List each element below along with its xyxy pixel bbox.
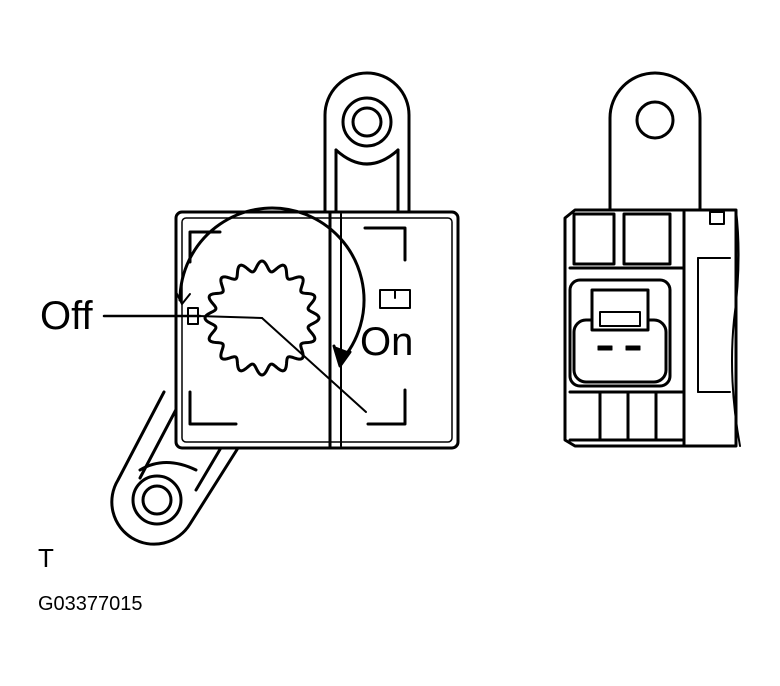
upper-mount-tab <box>325 73 409 212</box>
rotation-arc <box>180 208 364 362</box>
corner-bracket <box>368 390 405 424</box>
upper-mount-hole <box>343 98 391 146</box>
lower-mount-hole-inner <box>143 486 171 514</box>
figure-code: G03377015 <box>38 593 143 615</box>
switch-front-view <box>104 73 458 544</box>
connector-pin <box>598 346 612 350</box>
connector-housing <box>570 280 670 386</box>
corner-bracket <box>365 228 405 260</box>
switch-side-view <box>565 73 740 446</box>
connector-latch <box>592 290 648 330</box>
lower-mount-tab <box>112 392 238 544</box>
side-mount-tab <box>610 73 700 210</box>
lower-mount-hole <box>133 476 181 524</box>
pointer-line <box>262 318 366 412</box>
side-mount-hole <box>637 102 673 138</box>
upper-mount-hole-inner <box>353 108 381 136</box>
connector-pin <box>626 346 640 350</box>
corner-bracket <box>190 392 236 424</box>
side-body-cut-edge <box>732 210 740 446</box>
off-label: Off <box>40 294 93 338</box>
on-label: On <box>360 320 414 364</box>
view-label: T <box>38 543 54 573</box>
pointer-line <box>198 316 262 318</box>
rotation-arrow-head <box>334 346 350 366</box>
